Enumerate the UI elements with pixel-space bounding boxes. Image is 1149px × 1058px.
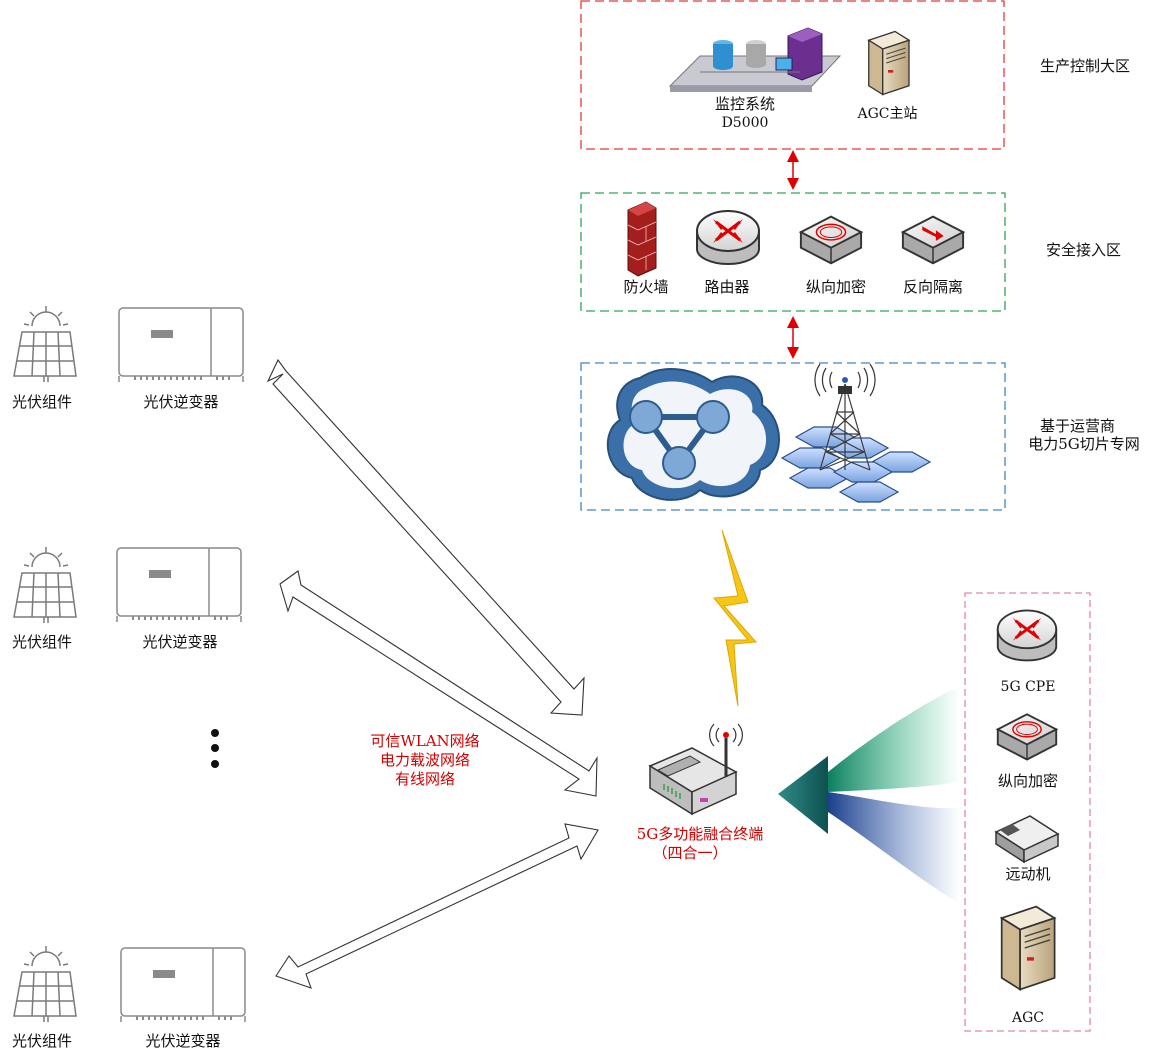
pv-module-label-3: 光伏组件 xyxy=(11,1032,72,1050)
pv-module-label-2: 光伏组件 xyxy=(11,633,72,651)
station-encryption-label: 纵向加密 xyxy=(997,772,1058,790)
fusion-terminal-icon xyxy=(648,723,743,816)
slice-zone-label-line2: 电力5G切片专网 xyxy=(1028,435,1140,453)
station-agc-server-icon xyxy=(1000,905,1056,991)
terminal-label-line2: （四合一） xyxy=(652,844,728,862)
network-label-line2: 电力载波网络 xyxy=(379,751,470,769)
pv-module-label-1: 光伏组件 xyxy=(11,393,72,411)
agc-master-label: AGC主站 xyxy=(857,106,918,122)
pv-module-icon-3 xyxy=(13,945,77,1023)
wireless-link-lightning-icon xyxy=(713,529,758,707)
base-station-tower-icon xyxy=(780,363,932,503)
monitor-label-line2: D5000 xyxy=(721,115,769,131)
isolation-device-icon xyxy=(901,215,965,265)
security-zone-frame xyxy=(580,192,1006,312)
inverter-label-3: 光伏逆变器 xyxy=(145,1032,221,1050)
beam-source-cone xyxy=(778,756,828,834)
station-encryption-icon xyxy=(996,713,1058,761)
beam-green xyxy=(828,686,960,792)
security-zone-label: 安全接入区 xyxy=(1046,241,1122,259)
link-arrow-2 xyxy=(279,570,598,797)
slice-zone-frame xyxy=(580,362,1006,511)
network-label-line3: 有线网络 xyxy=(394,770,455,788)
firewall-label: 防火墙 xyxy=(623,278,669,296)
link-arrow-3 xyxy=(275,823,599,989)
beam-blue xyxy=(828,792,960,904)
pv-module-icon-2 xyxy=(13,546,77,624)
encryption-device-icon xyxy=(799,215,863,265)
agc-master-server-icon xyxy=(868,30,910,96)
router-label: 路由器 xyxy=(704,278,750,296)
slice-cloud-icon xyxy=(606,368,780,501)
more-rows-ellipsis xyxy=(211,729,219,768)
production-zone-frame xyxy=(580,0,1005,150)
inverter-label-1: 光伏逆变器 xyxy=(143,393,219,411)
network-label-line1: 可信WLAN网络 xyxy=(370,732,480,750)
monitor-label-line1: 监控系统 xyxy=(714,95,775,113)
rtu-label: 远动机 xyxy=(1005,865,1051,883)
terminal-label-line1: 5G多功能融合终端 xyxy=(636,825,764,843)
inverter-label-2: 光伏逆变器 xyxy=(142,633,218,651)
inverter-icon-2 xyxy=(116,547,242,622)
station-agc-label: AGC xyxy=(1011,1010,1044,1026)
pv-module-icon-1 xyxy=(13,305,77,383)
cpe-label: 5G CPE xyxy=(1000,679,1056,695)
cpe-router-icon xyxy=(996,609,1058,662)
firewall-icon xyxy=(627,201,657,277)
router-icon xyxy=(695,209,761,266)
inverter-icon-3 xyxy=(120,947,246,1022)
slice-zone-label-line1: 基于运营商 xyxy=(1040,417,1116,435)
rtu-device-icon xyxy=(994,815,1060,864)
inverter-icon-1 xyxy=(118,307,244,382)
isolation-label: 反向隔离 xyxy=(902,278,963,296)
production-zone-label: 生产控制大区 xyxy=(1040,57,1131,75)
station-zone-frame xyxy=(964,592,1091,1032)
encryption-label: 纵向加密 xyxy=(805,278,866,296)
link-arrow-1 xyxy=(266,358,585,716)
monitoring-system-icon xyxy=(668,27,842,92)
